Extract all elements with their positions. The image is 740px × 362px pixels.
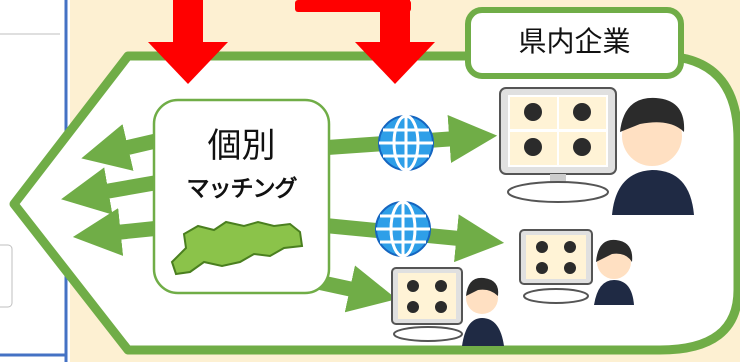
- web-meeting-illustration: [499, 87, 694, 215]
- company-label-box: [465, 7, 684, 79]
- web-meeting-illustration: [391, 267, 504, 346]
- shikoku-map-shape: [170, 220, 304, 276]
- globe-icon: [375, 200, 431, 258]
- left-panel-box: [0, 244, 13, 308]
- web-meeting-illustration: [519, 229, 634, 305]
- matching-subtitle: マッチング: [186, 176, 298, 202]
- matching-title: 個別: [207, 126, 276, 166]
- red-top-bar: [295, 0, 411, 12]
- green-arrows-left: [61, 124, 162, 256]
- company-label: 県内企業: [518, 25, 631, 58]
- red-down-arrow: [148, 0, 228, 84]
- globe-icon: [378, 114, 434, 172]
